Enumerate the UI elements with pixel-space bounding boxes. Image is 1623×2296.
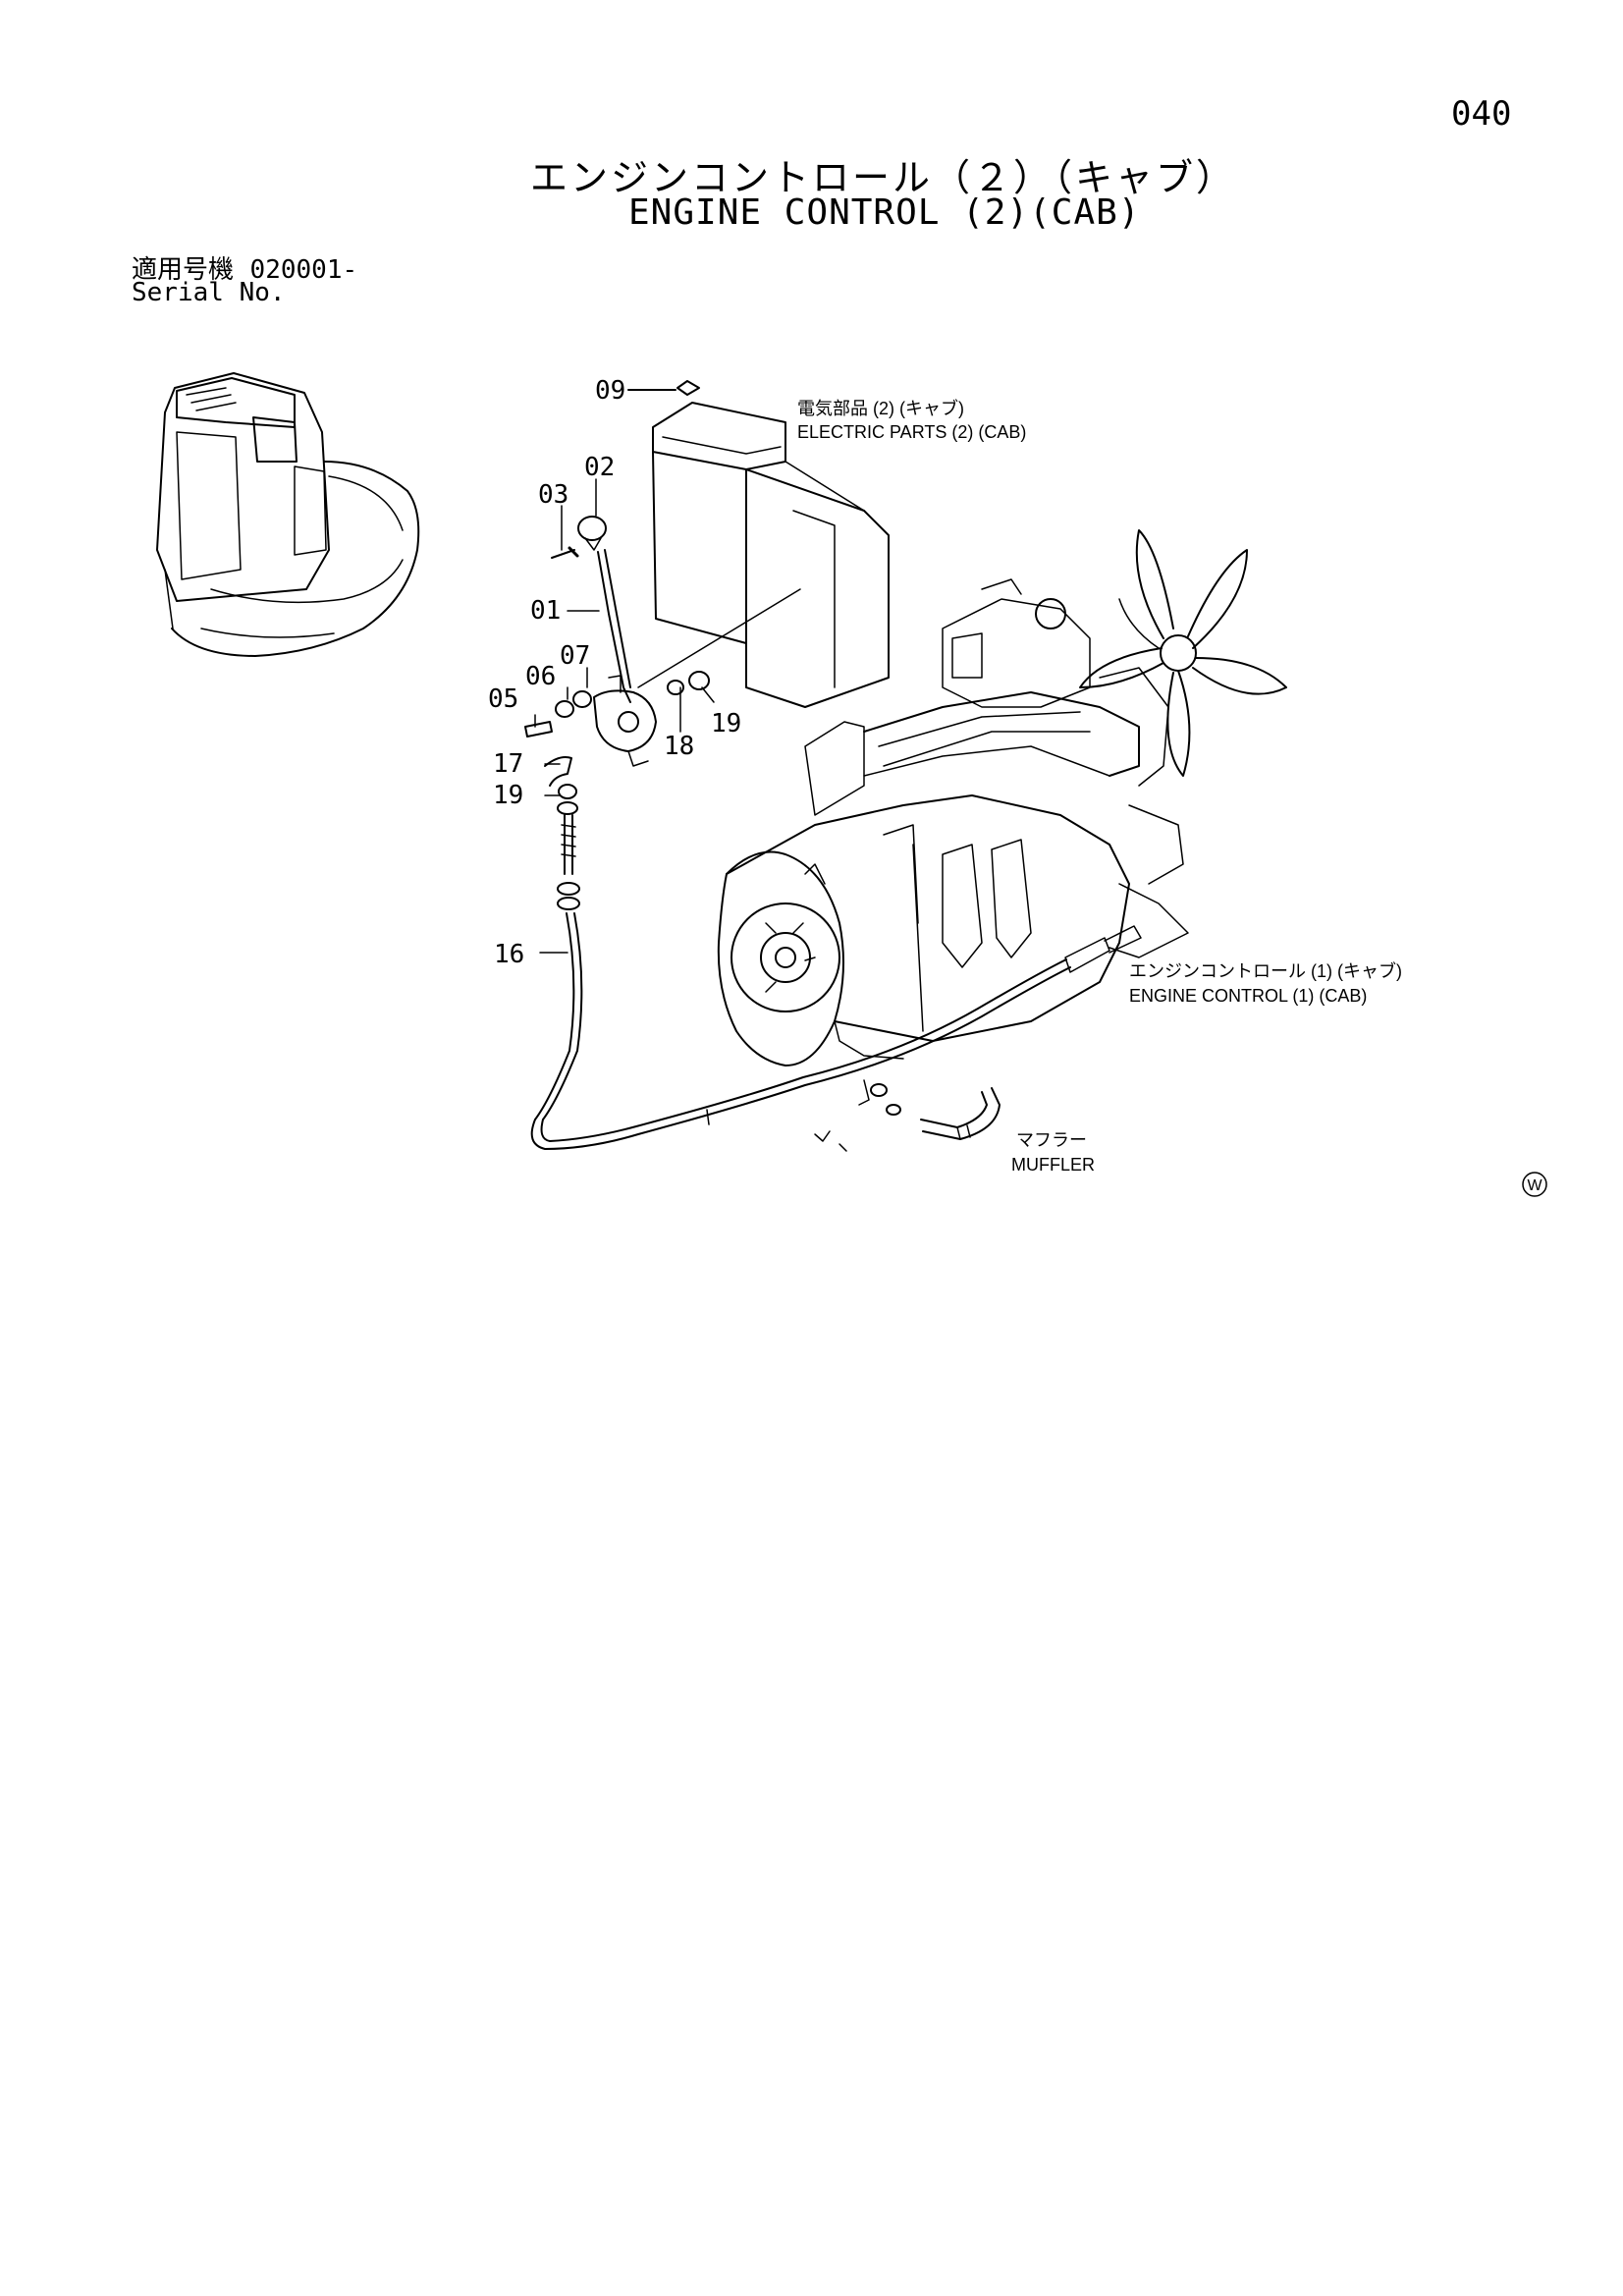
part-label-16: 16 (494, 940, 524, 969)
part-label-18: 18 (664, 732, 694, 761)
part-label-01: 01 (530, 596, 561, 626)
ref-electric-parts-english: ELECTRIC PARTS (2) (CAB) (797, 422, 1026, 442)
part-labels: 09 02 03 01 07 06 05 18 19 17 19 16 (488, 376, 741, 969)
serial-label-japanese: 適用号機 (132, 255, 235, 285)
page-number: 040 (1451, 94, 1512, 134)
serial-label-english: Serial No. (132, 278, 286, 307)
part-label-03: 03 (538, 480, 568, 510)
ref-muffler-english: MUFFLER (1011, 1155, 1095, 1175)
muffler-pipe (814, 1079, 1001, 1152)
part-label-19-upper: 19 (711, 709, 741, 738)
throttle-lever-assembly (524, 516, 801, 815)
serial-number-japanese: 適用号機 020001- (132, 249, 357, 286)
page-title-japanese: エンジンコントロール（２）（キャブ） (530, 156, 1237, 199)
ref-engine-control-japanese: エンジンコントロール (1) (キャブ) (1129, 960, 1402, 981)
corner-mark-letter: W (1527, 1177, 1542, 1194)
excavator-cab-illustration (156, 372, 420, 657)
corner-mark: W (1522, 1172, 1547, 1197)
part-label-17: 17 (493, 749, 523, 779)
part-label-06: 06 (525, 662, 556, 691)
serial-number-value: 020001- (249, 255, 358, 285)
exploded-parts-diagram: 09 02 03 01 07 06 05 18 19 17 19 16 電気部品… (156, 372, 1547, 1197)
ref-electric-parts-japanese: 電気部品 (2) (キャブ) (797, 398, 964, 418)
electric-control-box (627, 380, 890, 708)
ref-muffler-japanese: マフラー (1016, 1130, 1087, 1150)
page-title-english: ENGINE CONTROL (2)(CAB) (628, 192, 1141, 233)
ref-engine-control-english: ENGINE CONTROL (1) (CAB) (1129, 986, 1367, 1006)
part-label-09: 09 (595, 376, 625, 406)
engine-block (717, 578, 1189, 1066)
part-label-02: 02 (584, 453, 615, 482)
cooling-fan (1079, 529, 1287, 777)
part-label-05: 05 (488, 684, 518, 714)
leader-lines (534, 478, 715, 954)
part-label-19-lower: 19 (493, 781, 523, 810)
part-label-07: 07 (560, 641, 590, 671)
throttle-cable (530, 814, 1142, 1150)
reference-labels: 電気部品 (2) (キャブ) ELECTRIC PARTS (2) (CAB) … (797, 398, 1402, 1175)
